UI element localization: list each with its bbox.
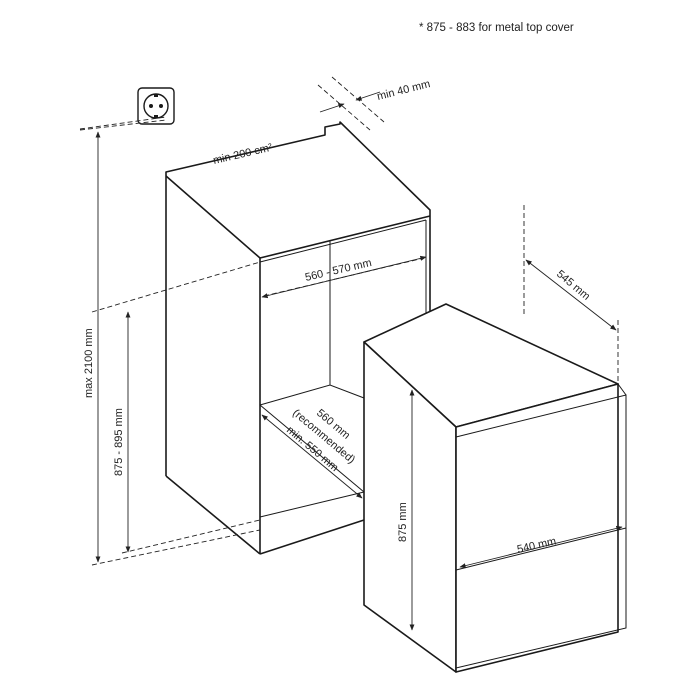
label-socket-gap: min 40 mm bbox=[376, 78, 432, 103]
label-appliance-depth: 545 mm bbox=[554, 268, 592, 303]
label-niche-height: 875 - 895 mm bbox=[113, 408, 125, 476]
appliance-box bbox=[363, 303, 627, 673]
label-niche-width: 560 - 570 mm bbox=[304, 257, 373, 284]
power-socket-icon bbox=[137, 87, 175, 125]
label-max-height: max 2100 mm bbox=[83, 328, 95, 398]
dimension-lines bbox=[95, 91, 623, 631]
label-appliance-height: 875 mm bbox=[397, 502, 409, 542]
footnote-text: * 875 - 883 for metal top cover bbox=[419, 22, 574, 34]
label-vent-area: min 200 cm² bbox=[212, 142, 274, 167]
